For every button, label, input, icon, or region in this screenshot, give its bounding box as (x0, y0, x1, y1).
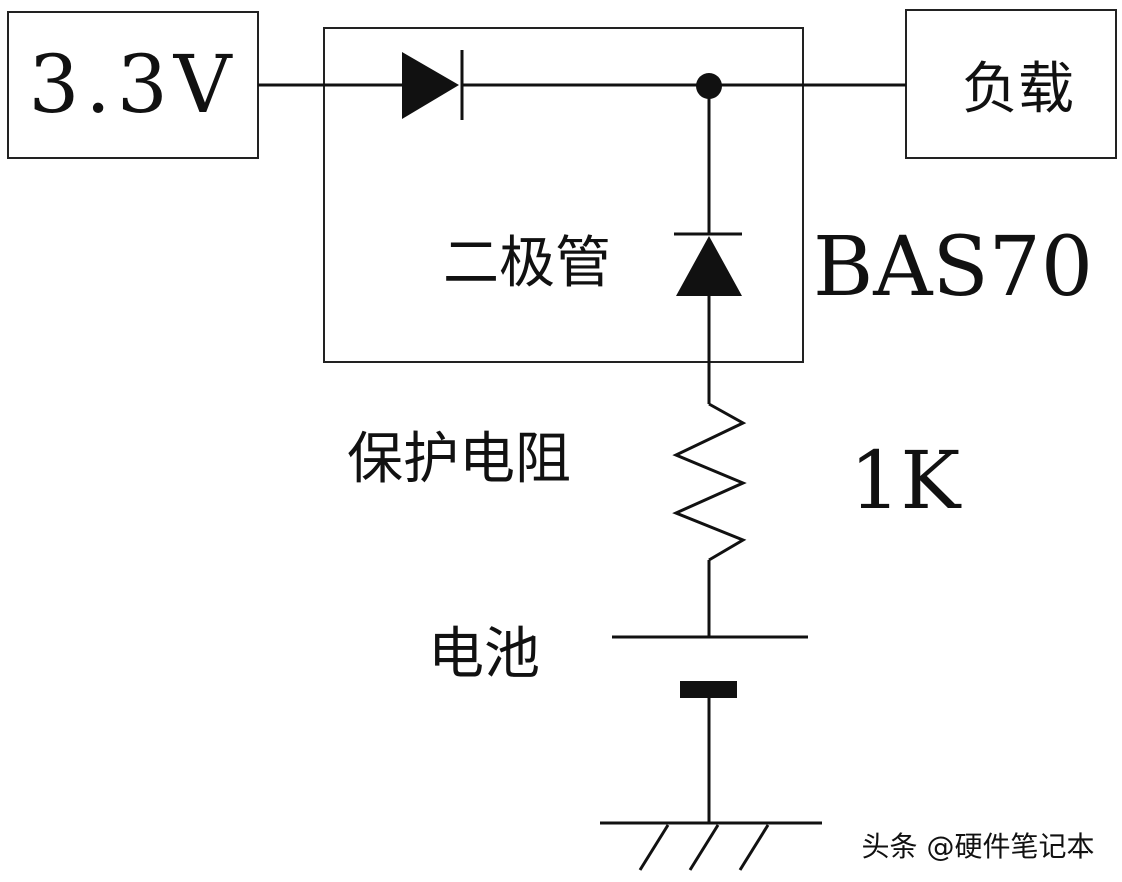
resistor-label: 保护电阻 (347, 427, 571, 492)
battery-diode-triangle (676, 236, 742, 296)
load-label: 负载 (962, 57, 1074, 122)
battery-label: 电池 (428, 622, 540, 687)
series-diode-triangle (402, 52, 459, 119)
load: 负载 (905, 9, 1117, 159)
ground-hatch (638, 824, 670, 871)
diode-label: 二极管 (443, 231, 611, 296)
voltage-source: 3.3V (7, 11, 259, 159)
ground-symbol (600, 821, 822, 871)
series-diode (402, 50, 464, 120)
watermark: 头条 @硬件笔记本 (862, 830, 1095, 863)
battery-short-plate (680, 681, 737, 698)
ground-hatch (738, 824, 770, 871)
diode-package-outline (323, 27, 804, 363)
diode-part-number: BAS70 (813, 220, 1093, 315)
battery-diode (674, 232, 742, 296)
ground-hatch (688, 824, 720, 871)
voltage-source-label: 3.3V (29, 38, 238, 131)
battery (612, 635, 808, 698)
protection-resistor (672, 402, 747, 562)
resistor-value: 1K (850, 434, 962, 527)
